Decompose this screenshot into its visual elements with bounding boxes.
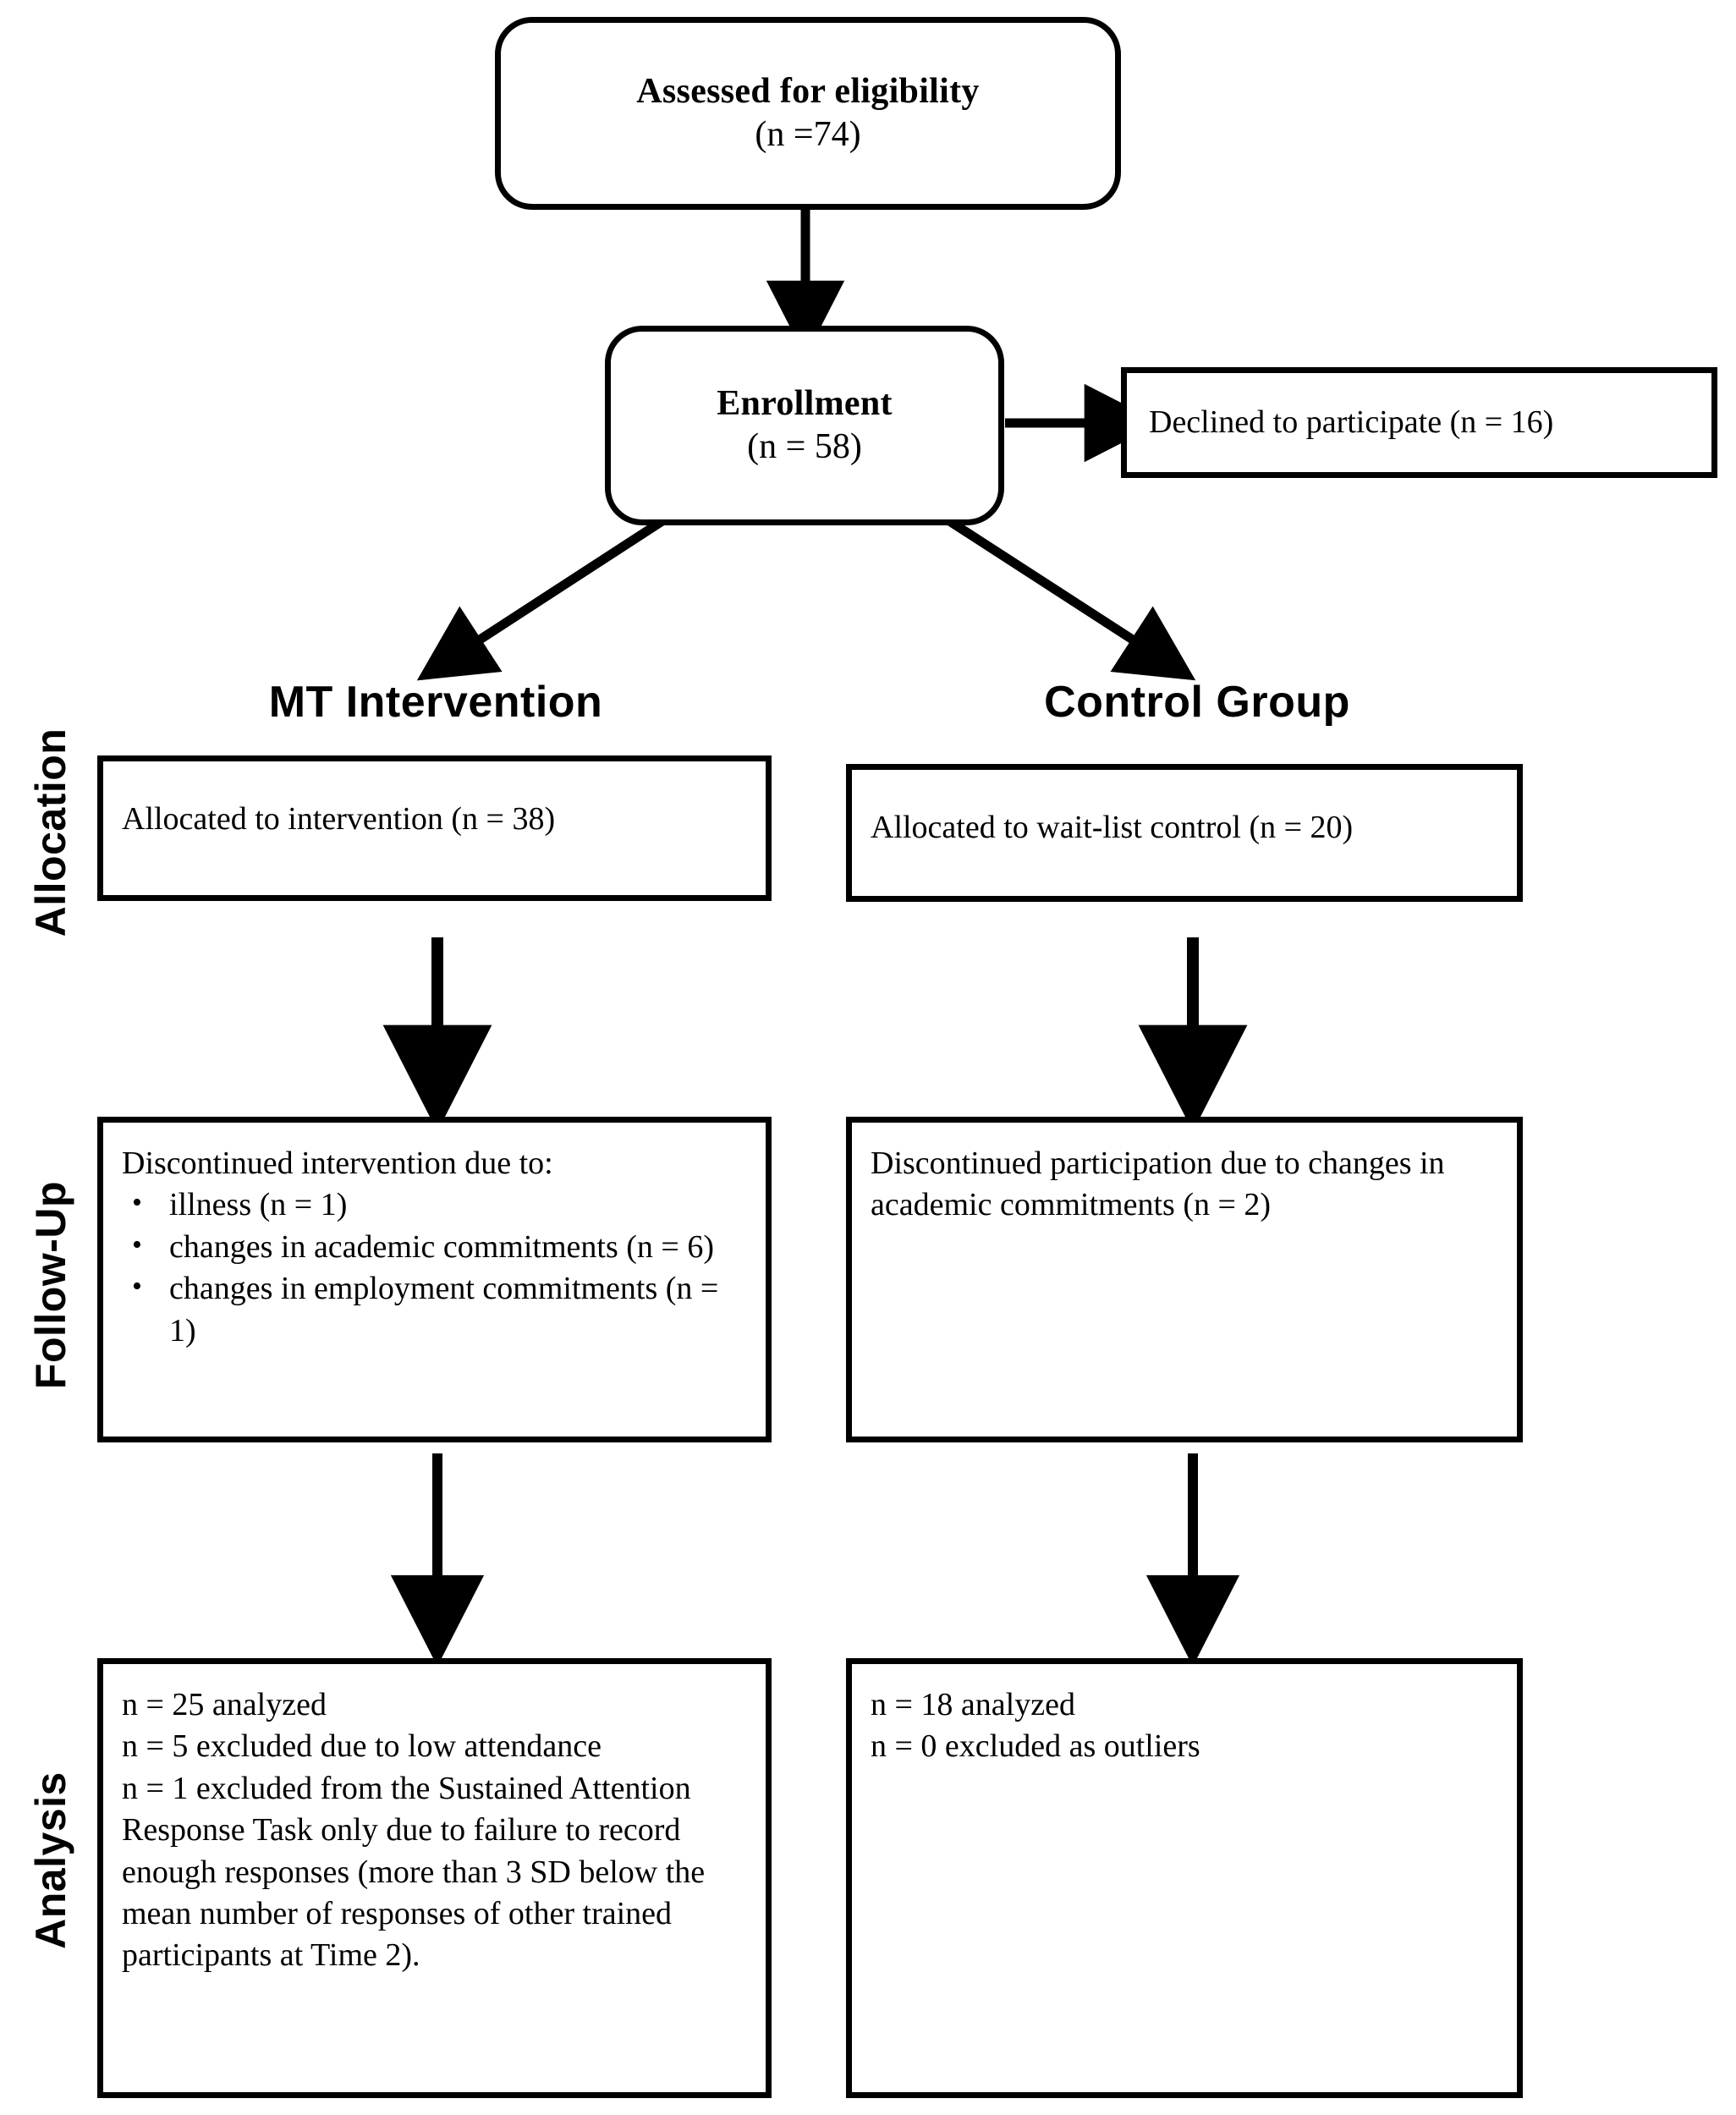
arrow-enrollment-to-mt (416, 510, 675, 681)
group-heading-mt-intervention: MT Intervention (268, 678, 603, 727)
node-assessed-for-eligibility: Assessed for eligibility (n =74) (495, 17, 1121, 210)
stage-label-analysis: Analysis (27, 1772, 74, 1949)
list-item: changes in employment commitments (n = 1… (122, 1268, 749, 1352)
list-item: illness (n = 1) (122, 1184, 749, 1226)
enrollment-title: Enrollment (717, 383, 893, 423)
stage-label-allocation: Allocation (27, 728, 74, 937)
analysis-left-line-3: n = 1 excluded from the Sustained Attent… (122, 1770, 706, 1974)
followup-left-reason-list: illness (n = 1) changes in academic comm… (122, 1184, 749, 1352)
allocation-right-text: Allocated to wait-list control (n = 20) (871, 810, 1354, 845)
node-followup-control: Discontinued participation due to change… (846, 1117, 1523, 1442)
list-item: changes in academic commitments (n = 6) (122, 1227, 749, 1268)
eligibility-title: Assessed for eligibility (636, 71, 980, 111)
eligibility-count: (n =74) (755, 115, 861, 154)
node-allocation-intervention: Allocated to intervention (n = 38) (97, 755, 772, 901)
stage-label-follow-up: Follow-Up (27, 1180, 74, 1390)
followup-left-heading: Discontinued intervention due to: (122, 1145, 553, 1181)
analysis-left-line-1: n = 25 analyzed (122, 1687, 327, 1722)
analysis-right-line-2: n = 0 excluded as outliers (871, 1728, 1200, 1765)
node-analysis-control: n = 18 analyzed n = 0 excluded as outlie… (846, 1658, 1523, 2098)
node-allocation-waitlist: Allocated to wait-list control (n = 20) (846, 764, 1523, 902)
node-declined-to-participate: Declined to participate (n = 16) (1121, 367, 1717, 478)
arrow-enrollment-to-control (937, 510, 1196, 681)
allocation-left-text: Allocated to intervention (n = 38) (122, 801, 556, 837)
node-followup-intervention: Discontinued intervention due to: illnes… (97, 1117, 772, 1442)
node-analysis-intervention: n = 25 analyzed n = 5 excluded due to lo… (97, 1658, 772, 2098)
analysis-left-line-2: n = 5 excluded due to low attendance (122, 1728, 602, 1765)
analysis-right-line-1: n = 18 analyzed (871, 1687, 1075, 1722)
declined-text: Declined to participate (n = 16) (1149, 404, 1554, 440)
group-heading-control-group: Control Group (1044, 678, 1350, 727)
followup-right-text: Discontinued participation due to change… (871, 1145, 1445, 1223)
node-enrollment: Enrollment (n = 58) (605, 326, 1004, 525)
enrollment-count: (n = 58) (747, 427, 862, 466)
